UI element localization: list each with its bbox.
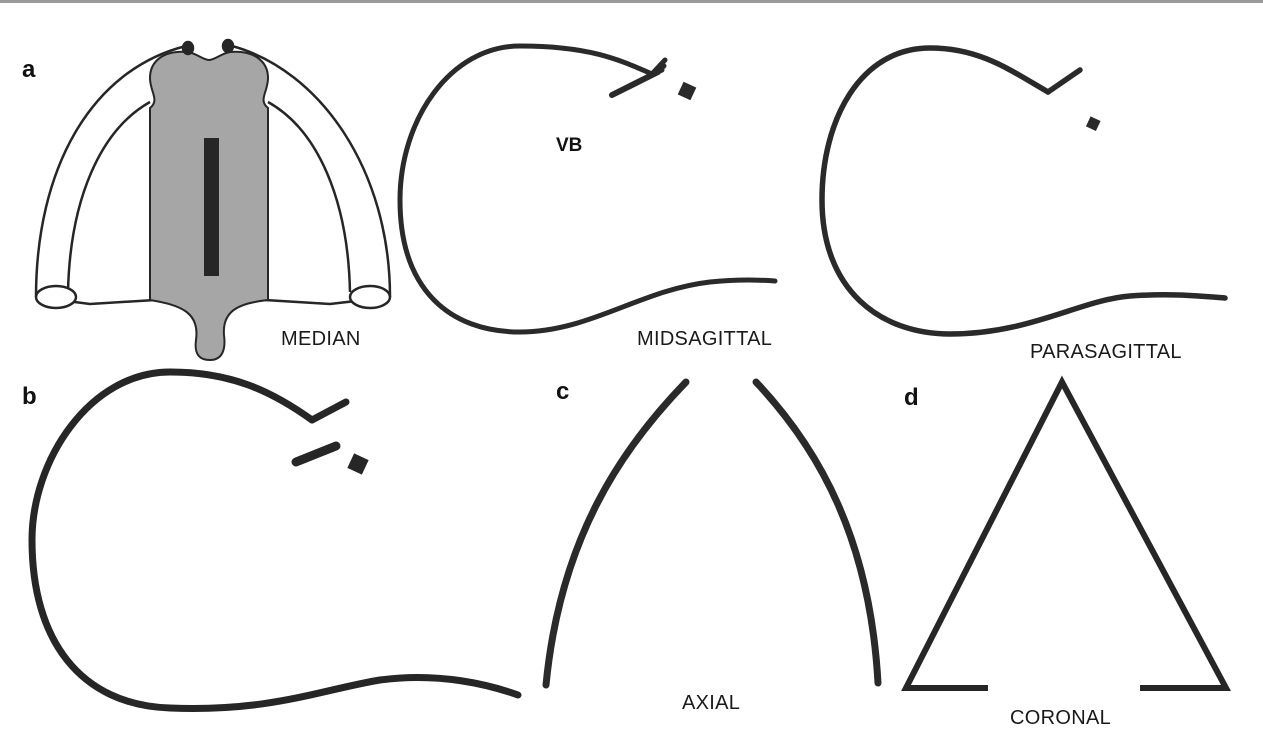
parasagittal-square-mark — [1085, 116, 1101, 131]
panel-b-dash — [291, 441, 341, 467]
midsagittal-square-mark — [677, 81, 697, 101]
parasagittal-diagram — [819, 45, 1228, 337]
parasagittal-curve — [819, 45, 1228, 337]
median-outer-arch — [34, 44, 392, 298]
median-left-knob — [181, 40, 195, 56]
midsagittal-caption: MIDSAGITTAL — [637, 328, 773, 350]
median-black-bar — [204, 138, 219, 276]
panel-b-square-mark — [347, 453, 369, 475]
axial-diagram — [542, 378, 882, 689]
axial-left-arc — [542, 378, 690, 689]
median-right-tube-end — [348, 284, 392, 310]
panel-label-d: d — [904, 384, 919, 411]
vb-annotation: VB — [556, 135, 583, 156]
median-inner-arch — [66, 100, 352, 293]
parasagittal-hook — [1045, 67, 1083, 95]
panel-label-a: a — [22, 56, 36, 83]
midsagittal-diagram — [397, 43, 778, 335]
panel-label-c: c — [556, 378, 570, 405]
coronal-caption: CORONAL — [1010, 707, 1112, 729]
median-diagram — [34, 38, 392, 362]
panel-b-curve — [28, 368, 522, 712]
panel-b-hook — [308, 398, 350, 424]
median-right-knob — [221, 38, 235, 54]
top-rule — [0, 0, 1263, 3]
midsagittal-top-stroke — [649, 57, 668, 77]
midsagittal-curve — [397, 43, 778, 335]
axial-caption: AXIAL — [682, 692, 741, 714]
median-caption: MEDIAN — [281, 328, 361, 350]
coronal-diagram — [901, 375, 1232, 691]
coronal-triangle — [901, 375, 1232, 691]
median-left-tube-end — [34, 284, 78, 310]
panel-b-diagram — [28, 368, 522, 712]
axial-right-arc — [752, 378, 882, 687]
parasagittal-caption: PARASAGITTAL — [1030, 341, 1182, 363]
panel-label-b: b — [22, 383, 37, 410]
